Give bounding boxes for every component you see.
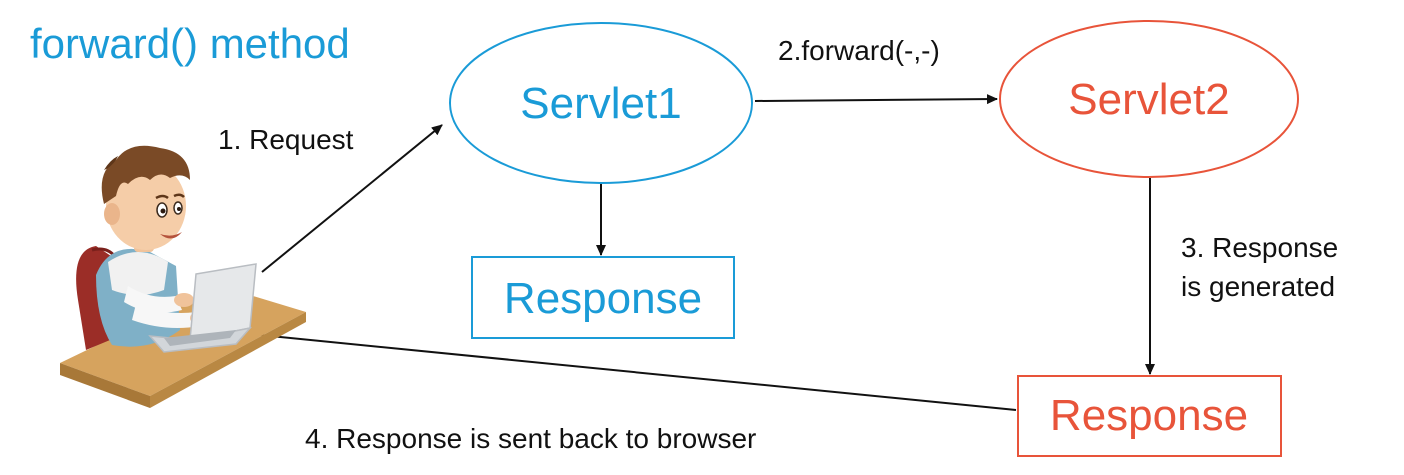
response1-box: Response — [471, 256, 735, 339]
step-request-label: 1. Request — [218, 124, 354, 155]
servlet2-label: Servlet2 — [1068, 75, 1229, 124]
servlet2-node: Servlet2 — [999, 20, 1299, 178]
arrow-forward — [754, 94, 998, 105]
response2-box: Response — [1017, 375, 1282, 457]
response2-label: Response — [1050, 391, 1248, 440]
arrow-sent-back — [239, 329, 1017, 411]
step-forward-label: 2.forward(-,-) — [778, 35, 940, 66]
step-generated-label-line1: 3. Response — [1181, 232, 1338, 263]
step-sent-back-label: 4. Response is sent back to browser — [305, 423, 756, 454]
servlet1-node: Servlet1 — [449, 22, 753, 184]
arrow-request — [261, 124, 443, 273]
step-generated-label-line2: is generated — [1181, 271, 1335, 302]
user-at-laptop-icon — [60, 145, 306, 408]
servlet1-label: Servlet1 — [520, 79, 681, 128]
diagram-title: forward() method — [30, 20, 350, 67]
response1-label: Response — [504, 274, 702, 323]
